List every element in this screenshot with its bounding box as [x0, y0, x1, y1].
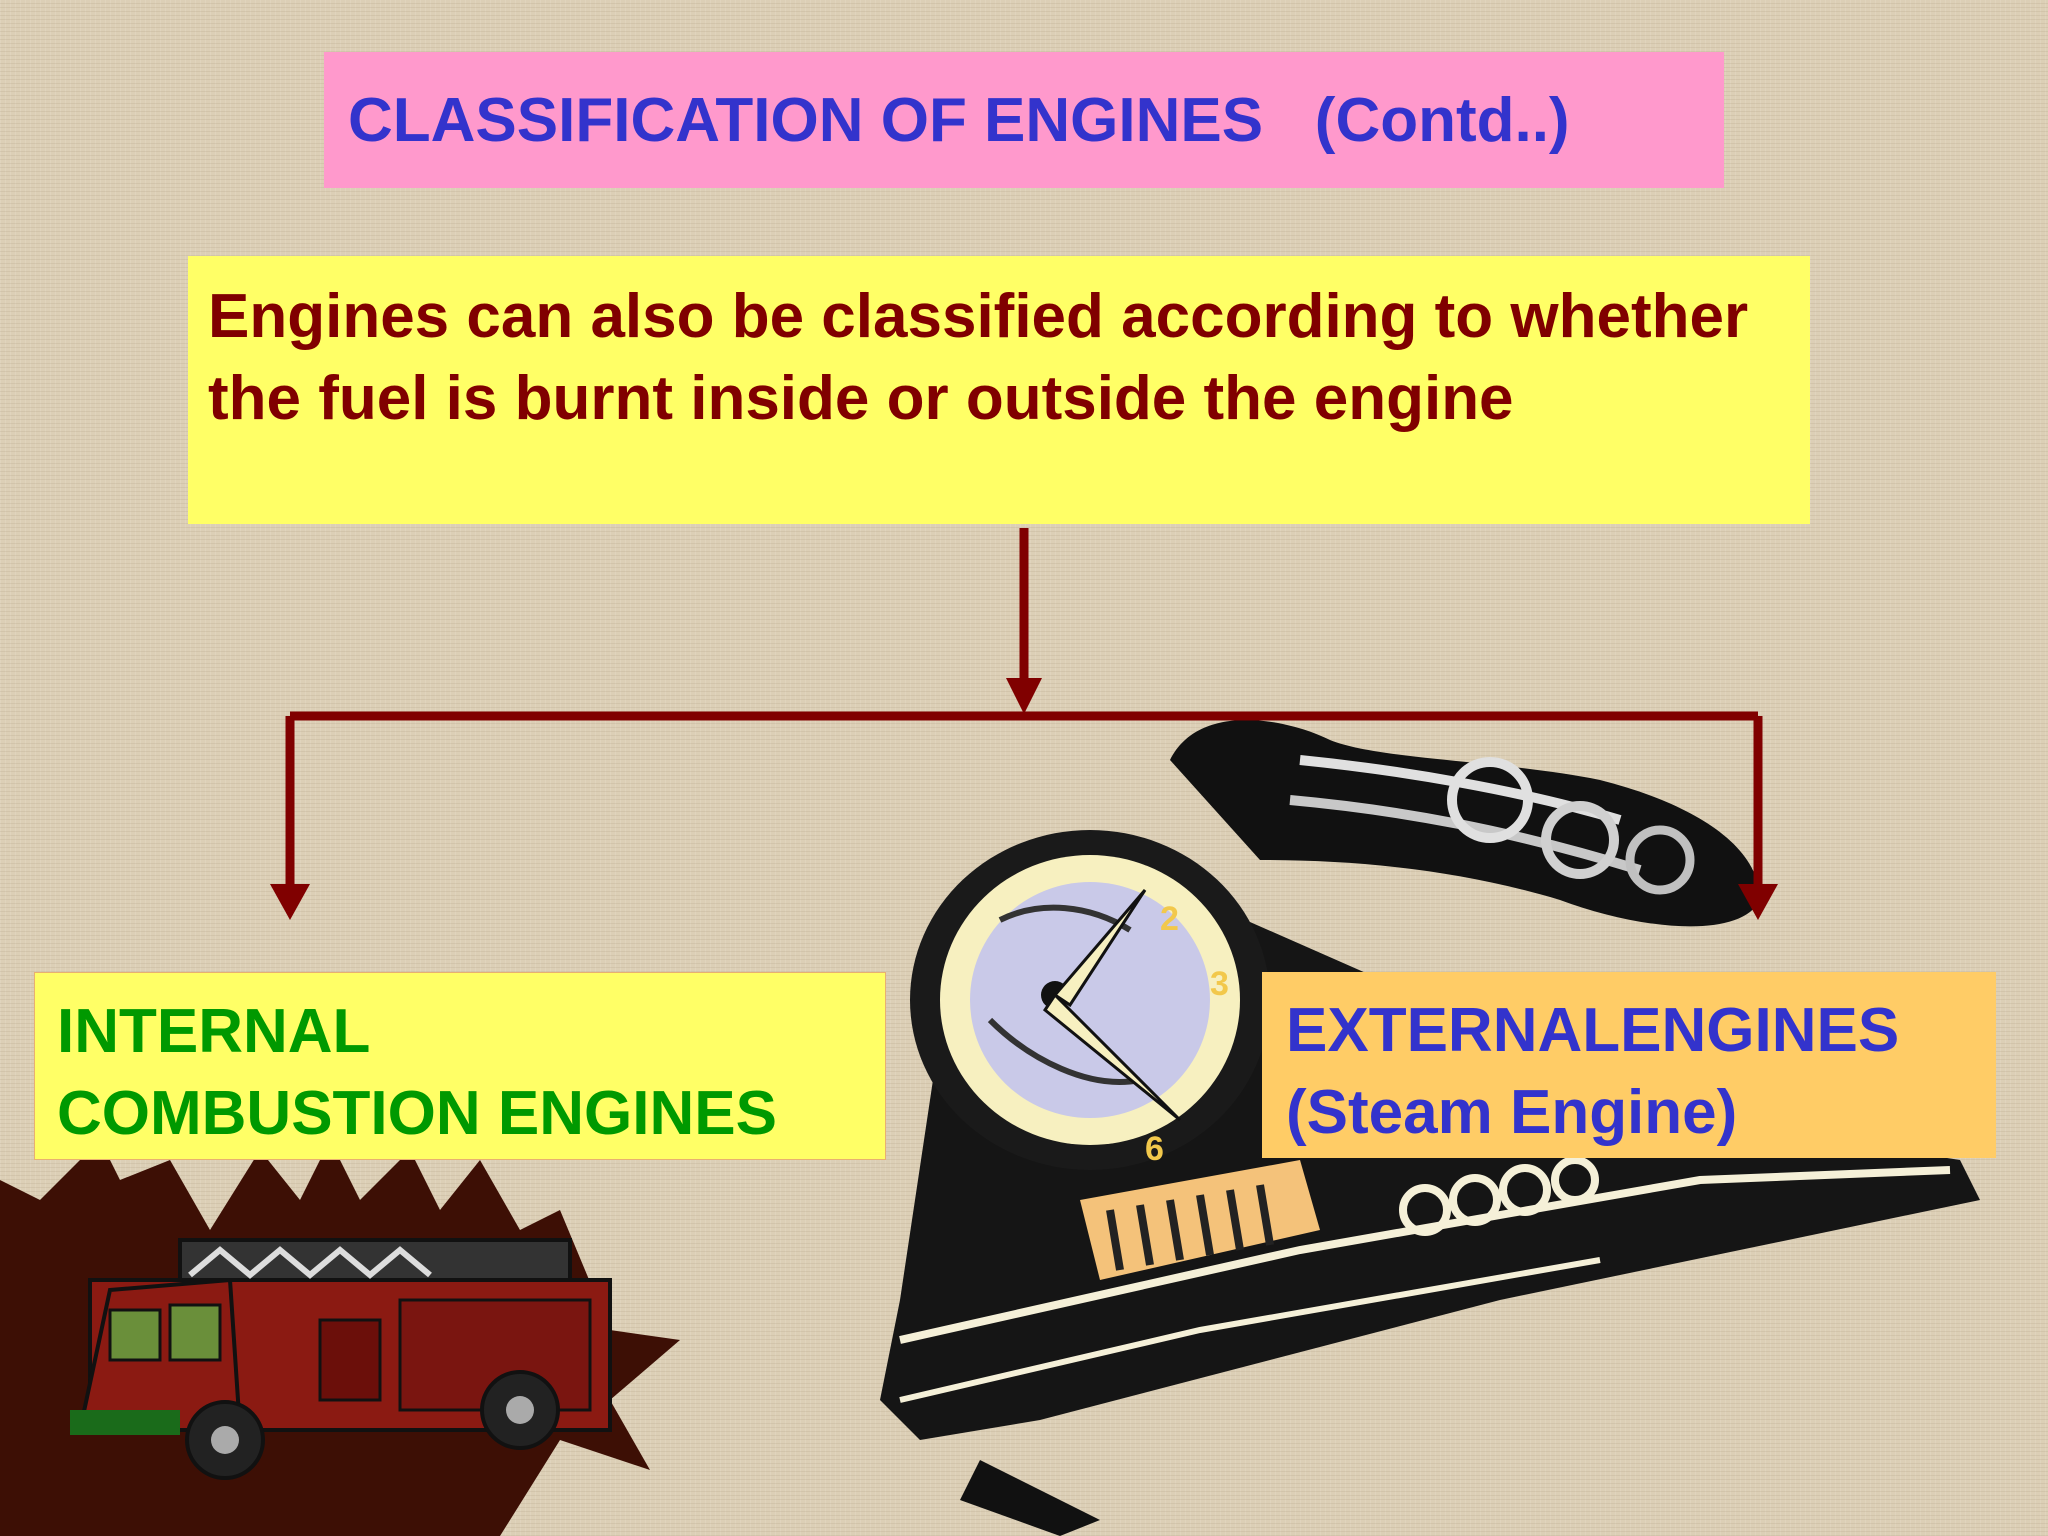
title-main: CLASSIFICATION OF ENGINES	[348, 85, 1264, 155]
smoke-plume	[1170, 720, 1760, 927]
description-text: Engines can also be classified according…	[208, 282, 1749, 433]
internal-engines-label: INTERNAL COMBUSTION ENGINES	[57, 991, 877, 1155]
slide-title: CLASSIFICATION OF ENGINES (Contd..)	[348, 85, 1570, 156]
external-line-1: EXTERNALENGINES	[1286, 996, 1900, 1065]
left-arrowhead	[270, 884, 310, 920]
gauge-number-3: 3	[1210, 965, 1229, 1003]
gauge-number-2: 2	[1160, 900, 1179, 938]
gauge-dial: 2 3 6	[910, 830, 1270, 1170]
external-engines-label: EXTERNALENGINES (Steam Engine)	[1286, 990, 1996, 1154]
external-line-2: (Steam Engine)	[1286, 1078, 1738, 1147]
right-arrowhead	[1738, 884, 1778, 920]
internal-engines-box: INTERNAL COMBUSTION ENGINES	[34, 972, 886, 1160]
trunk-arrowhead	[1006, 678, 1042, 714]
description-box: Engines can also be classified according…	[188, 256, 1810, 524]
internal-line-2: COMBUSTION ENGINES	[57, 1079, 777, 1148]
title-suffix: (Contd..)	[1314, 85, 1570, 155]
internal-line-1: INTERNAL	[57, 997, 371, 1066]
gauge-number-6: 6	[1145, 1130, 1164, 1168]
external-engines-box: EXTERNALENGINES (Steam Engine)	[1262, 972, 1996, 1158]
truck-body	[70, 1238, 612, 1480]
title-banner: CLASSIFICATION OF ENGINES (Contd..)	[324, 52, 1724, 188]
